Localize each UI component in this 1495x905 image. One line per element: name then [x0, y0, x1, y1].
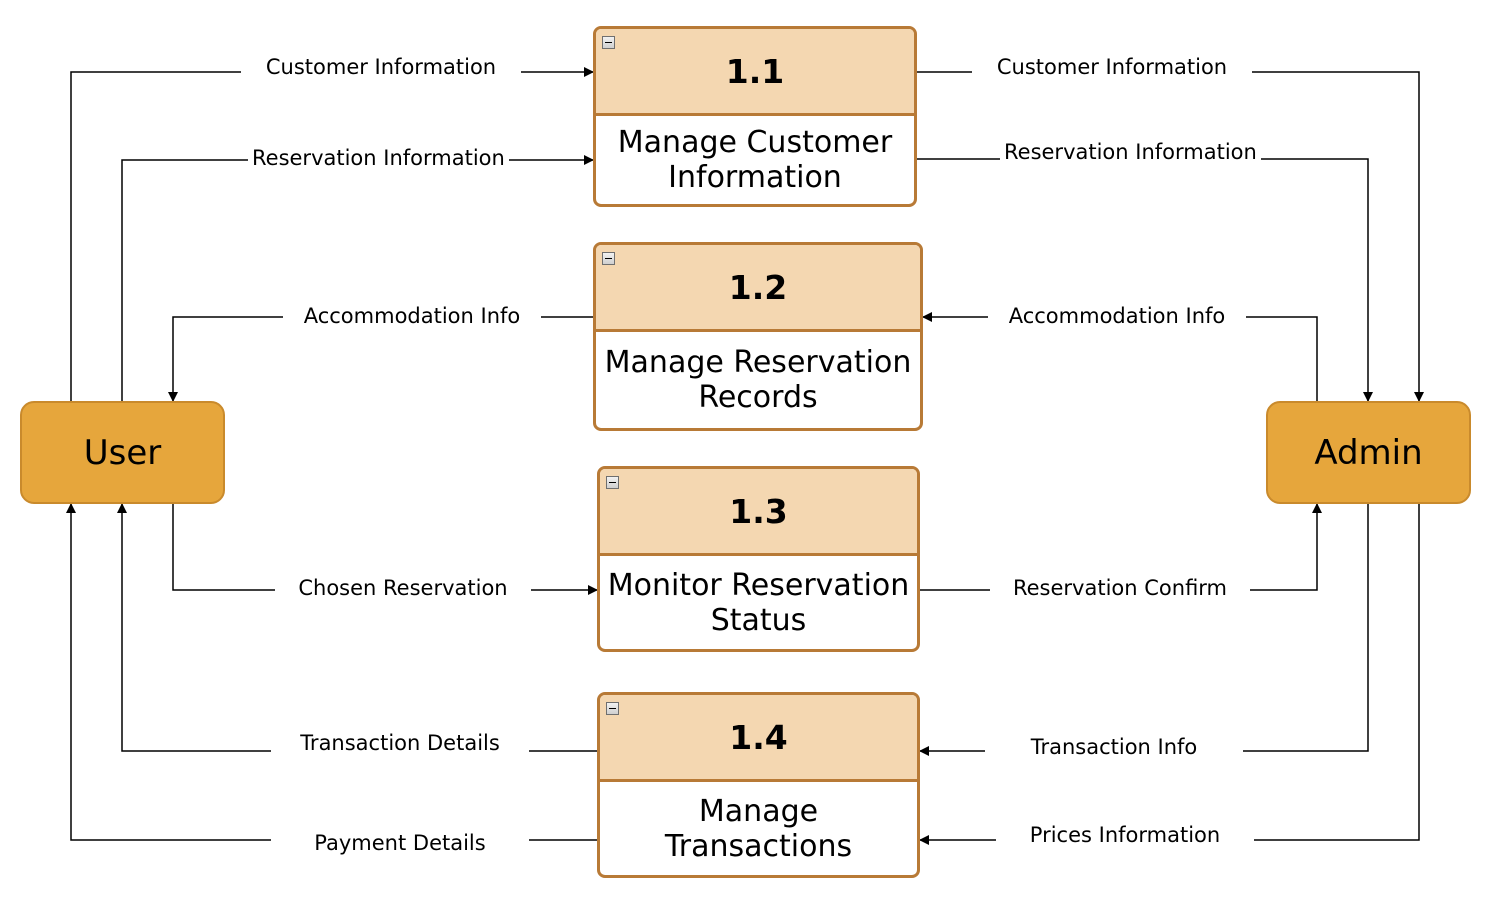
collapse-icon[interactable]	[606, 476, 619, 489]
flow-admin-to-p2-accommodation-line	[922, 312, 1318, 401]
flow-label-user-to-p1-reservation: Reservation Information	[248, 145, 509, 171]
process-1-2-number: 1.2	[596, 245, 920, 332]
flow-label-admin-to-p2-accommodation: Accommodation Info	[988, 303, 1246, 329]
flow-admin-to-p4-transaction-line	[919, 504, 1369, 756]
process-1-3[interactable]: 1.3 Monitor Reservation Status	[597, 466, 920, 652]
flow-label-p1-to-admin-customer: Customer Information	[972, 54, 1252, 80]
process-1-3-number: 1.3	[600, 469, 917, 556]
flow-label-user-to-p3-chosen: Chosen Reservation	[275, 575, 531, 601]
flow-label-admin-to-p4-prices: Prices Information	[996, 822, 1254, 848]
process-1-4-number: 1.4	[600, 695, 917, 782]
process-1-3-name: Monitor Reservation Status	[607, 567, 910, 638]
flow-label-user-to-p1-customer: Customer Information	[241, 54, 521, 80]
flow-p1-to-admin-customer-line	[917, 71, 1424, 402]
process-1-1-name: Manage Customer Information	[617, 125, 893, 195]
flow-p2-to-user-accommodation-line	[168, 316, 593, 402]
flow-label-p2-to-user-accommodation: Accommodation Info	[283, 303, 541, 329]
process-1-2-name: Manage Reservation Records	[604, 345, 912, 415]
flow-p4-to-user-payment-line	[66, 503, 597, 841]
flow-user-to-p1-customer-line	[70, 67, 594, 401]
entity-user[interactable]: User	[20, 401, 225, 504]
process-1-4-name: Manage Transactions	[664, 793, 853, 864]
process-1-1[interactable]: 1.1 Manage Customer Information	[593, 26, 917, 207]
flow-label-p4-to-user-payment: Payment Details	[271, 830, 529, 856]
collapse-icon[interactable]	[602, 36, 615, 49]
flow-p4-to-user-transaction-line	[117, 503, 597, 752]
collapse-icon[interactable]	[606, 702, 619, 715]
flow-label-p1-to-admin-reservation: Reservation Information	[1000, 139, 1261, 165]
flow-label-admin-to-p4-transaction: Transaction Info	[985, 734, 1243, 760]
collapse-icon[interactable]	[602, 252, 615, 265]
process-1-1-number: 1.1	[596, 29, 914, 116]
entity-admin[interactable]: Admin	[1266, 401, 1471, 504]
flow-label-p3-to-admin-confirm: Reservation Confirm	[990, 575, 1250, 601]
process-1-2[interactable]: 1.2 Manage Reservation Records	[593, 242, 923, 431]
flow-admin-to-p4-prices-line	[919, 504, 1420, 845]
flow-user-to-p1-reservation-line	[121, 155, 594, 401]
flow-label-p4-to-user-transaction: Transaction Details	[271, 730, 529, 756]
process-1-4[interactable]: 1.4 Manage Transactions	[597, 692, 920, 878]
flow-p1-to-admin-reservation-line	[917, 158, 1373, 402]
